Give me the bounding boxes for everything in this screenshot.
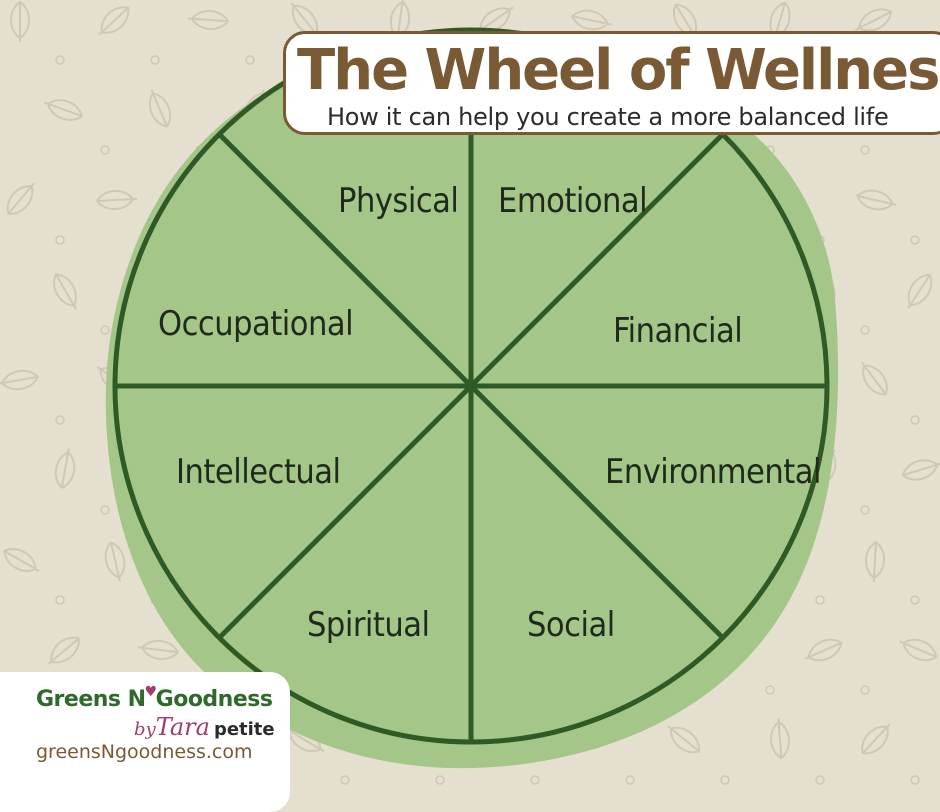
title-card	[283, 31, 940, 135]
leaf-icon	[138, 639, 180, 661]
dot-icon	[150, 55, 160, 65]
dot-icon	[765, 685, 775, 695]
dot-icon	[910, 415, 920, 425]
dot-icon	[245, 55, 255, 65]
segment-environmental: Environmental	[605, 452, 821, 492]
dot-icon	[860, 685, 870, 695]
dot-icon	[860, 505, 870, 515]
dot-icon	[100, 505, 110, 515]
page-subtitle: How it can help you create a more balanc…	[327, 103, 889, 131]
wellness-wheel: Physical Emotional Financial Environment…	[105, 27, 839, 769]
leaf-icon	[804, 638, 843, 662]
leaf-icon	[860, 361, 888, 396]
dot-icon	[55, 235, 65, 245]
segment-physical: Physical	[338, 181, 458, 221]
brand-url[interactable]: greensNgoodness.com	[36, 741, 253, 763]
dot-icon	[625, 775, 635, 785]
wheel-spokes	[115, 30, 827, 742]
dot-icon	[55, 55, 65, 65]
brand-name-part2: Goodness	[155, 687, 273, 712]
heart-icon: ♥	[144, 684, 158, 700]
dot-icon	[910, 235, 920, 245]
leaf-icon	[148, 89, 172, 128]
dot-icon	[530, 775, 540, 785]
leaf-icon	[571, 9, 612, 31]
leaf-icon	[53, 273, 77, 310]
leaf-icon	[6, 182, 35, 215]
leaf-icon	[187, 10, 230, 30]
brand-tara: Tara	[155, 713, 210, 741]
dot-icon	[100, 145, 110, 155]
dot-icon	[340, 775, 350, 785]
segment-financial: Financial	[613, 311, 742, 351]
leaf-icon	[865, 540, 885, 583]
brand-by: by	[134, 719, 156, 740]
brand-name-part1: Greens N	[36, 687, 146, 712]
segment-intellectual: Intellectual	[176, 452, 340, 492]
dot-icon	[100, 325, 110, 335]
segment-emotional: Emotional	[498, 181, 647, 221]
brand-petite: petite	[213, 719, 275, 740]
leaf-icon	[770, 717, 790, 760]
leaf-icon	[98, 6, 130, 36]
segment-social: Social	[527, 605, 615, 645]
page-title: The Wheel of Wellness	[297, 38, 940, 103]
leaf-icon	[3, 548, 40, 572]
dot-icon	[910, 595, 920, 605]
leaf-icon	[856, 189, 897, 211]
brand-logo: Greens N♥Goodness	[36, 684, 273, 712]
dot-icon	[55, 415, 65, 425]
leaf-icon	[10, 0, 30, 42]
leaf-icon	[854, 8, 893, 32]
dot-icon	[860, 325, 870, 335]
wheel-spoke	[217, 132, 725, 640]
leaf-icon	[47, 636, 80, 665]
leaf-icon	[54, 448, 76, 489]
leaf-icon	[95, 190, 138, 210]
segment-occupational: Occupational	[158, 304, 353, 344]
dot-icon	[815, 595, 825, 605]
leaf-icon	[667, 725, 700, 754]
leaf-icon	[907, 273, 933, 309]
leaf-icon	[104, 541, 126, 582]
leaf-icon	[861, 723, 891, 755]
dot-icon	[910, 775, 920, 785]
leaf-icon	[899, 638, 938, 662]
dot-icon	[55, 595, 65, 605]
segment-spiritual: Spiritual	[307, 605, 430, 645]
dot-icon	[435, 775, 445, 785]
leaf-icon	[43, 99, 84, 121]
leaf-icon	[0, 369, 39, 391]
leaf-icon	[901, 459, 940, 481]
dot-icon	[720, 775, 730, 785]
dot-icon	[815, 775, 825, 785]
dot-icon	[860, 145, 870, 155]
